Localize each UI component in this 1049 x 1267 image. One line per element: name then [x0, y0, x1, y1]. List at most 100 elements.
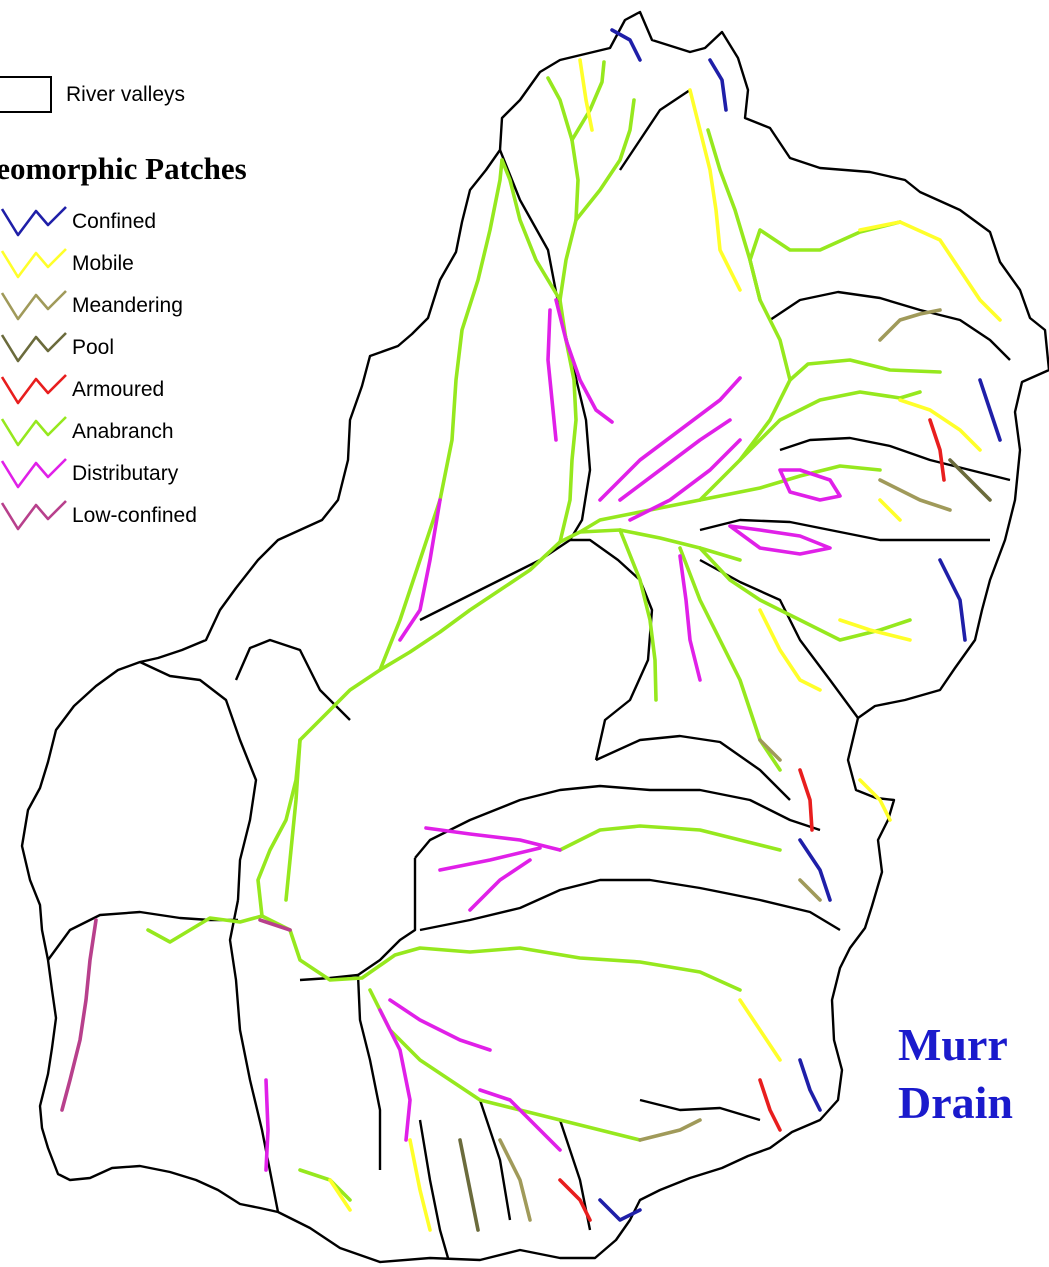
river-distributary [468, 858, 532, 912]
river-anabranch [546, 76, 580, 544]
legend-item-label: Confined [72, 210, 157, 233]
river-meandering [758, 738, 782, 762]
valley-divide [639, 1098, 761, 1122]
valley-divide [595, 734, 791, 801]
zigzag-line-icon [0, 206, 67, 237]
river-confined [610, 28, 642, 62]
river-distributary [388, 998, 492, 1052]
river-network [60, 28, 1002, 1232]
legend-item-label: Distributary [72, 462, 179, 485]
valley-divide [619, 89, 691, 171]
river-mobile [738, 998, 782, 1062]
river-anabranch [570, 60, 606, 142]
river-armoured [928, 418, 946, 482]
river-meandering [498, 1138, 532, 1222]
river-distributary [378, 1008, 412, 1142]
zigzag-line-icon [0, 500, 67, 531]
zigzag-line-icon [0, 290, 67, 321]
river-low-confined [60, 918, 98, 1112]
river-mobile [758, 608, 822, 692]
river-meandering [798, 878, 822, 902]
river-mobile [578, 58, 594, 132]
river-distributary [264, 1078, 270, 1172]
river-anabranch [748, 220, 902, 382]
river-distributary [728, 524, 832, 556]
map-title: Murr Drain [898, 1016, 1013, 1132]
river-confined [978, 378, 1002, 442]
river-anabranch [618, 528, 658, 702]
river-pool [458, 1138, 480, 1232]
river-confined [798, 1058, 822, 1112]
legend-item-confined: Confined [0, 203, 156, 241]
valley-divide [299, 973, 382, 1170]
basin-outline [20, 10, 1049, 1264]
valley-divide [228, 899, 280, 1213]
legend-river-valleys: River valleys [0, 76, 185, 113]
river-pool [948, 458, 992, 502]
river-distributary [478, 1088, 562, 1152]
river-meandering [638, 1118, 702, 1142]
river-low-confined [258, 918, 292, 932]
river-meandering [878, 308, 942, 342]
legend-item-distributary: Distributary [0, 455, 178, 493]
valley-divide [699, 558, 859, 719]
river-anabranch [500, 158, 562, 302]
legend-item-label: Pool [72, 336, 115, 359]
river-mobile [898, 398, 982, 452]
river-anabranch [738, 390, 922, 462]
valley-divide [414, 784, 821, 859]
river-confined [798, 838, 832, 902]
river-anabranch [706, 128, 762, 302]
river-distributary [778, 468, 842, 502]
river-mobile [878, 498, 902, 522]
river-mobile [688, 88, 742, 292]
river-distributary [438, 846, 542, 872]
valley-divide [570, 538, 654, 761]
river-distributary [678, 554, 702, 682]
legend-item-mobile: Mobile [0, 245, 134, 283]
river-valley-swatch [0, 76, 52, 113]
river-confined [708, 58, 728, 112]
valley-divide [769, 290, 1011, 361]
legend-item-anabranch: Anabranch [0, 413, 174, 451]
river-anabranch [256, 528, 742, 918]
river-distributary [598, 376, 742, 502]
river-distributary [398, 498, 442, 642]
river-armoured [558, 1178, 592, 1222]
map-title-line2: Drain [898, 1077, 1013, 1128]
legend-item-label: Anabranch [72, 420, 174, 443]
river-distributary [618, 418, 732, 502]
river-armoured [798, 768, 814, 832]
river-anabranch [578, 464, 882, 534]
river-anabranch [378, 158, 504, 672]
legend-item-meandering: Meandering [0, 287, 183, 325]
legend-item-label: Armoured [72, 378, 165, 401]
legend-item-pool: Pool [0, 329, 114, 367]
river-confined [938, 558, 967, 642]
legend-river-valleys-label: River valleys [66, 82, 186, 106]
river-distributary [554, 298, 614, 424]
river-distributary [546, 308, 558, 442]
river-anabranch [558, 824, 782, 852]
river-mobile [328, 1178, 352, 1212]
valley-divide [357, 858, 417, 976]
valley-divide [419, 878, 841, 932]
zigzag-line-icon [0, 458, 67, 489]
river-mobile [408, 1138, 432, 1232]
river-mobile [858, 778, 892, 822]
legend-item-label: Low-confined [72, 504, 197, 527]
river-meandering [878, 478, 952, 512]
valley-divide [699, 518, 990, 542]
legend-item-low-confined: Low-confined [0, 497, 197, 535]
zigzag-line-icon [0, 374, 67, 405]
map-title-line1: Murr [898, 1019, 1008, 1070]
valley-divide [478, 1099, 512, 1221]
river-anabranch [298, 1168, 352, 1202]
river-distributary [628, 438, 742, 522]
river-armoured [758, 1078, 782, 1132]
legend-heading: rogeomorphic Patches [0, 151, 247, 186]
valley-divide [139, 660, 258, 901]
legend-item-armoured: Armoured [0, 371, 164, 409]
river-distributary [424, 826, 562, 852]
zigzag-line-icon [0, 248, 67, 279]
